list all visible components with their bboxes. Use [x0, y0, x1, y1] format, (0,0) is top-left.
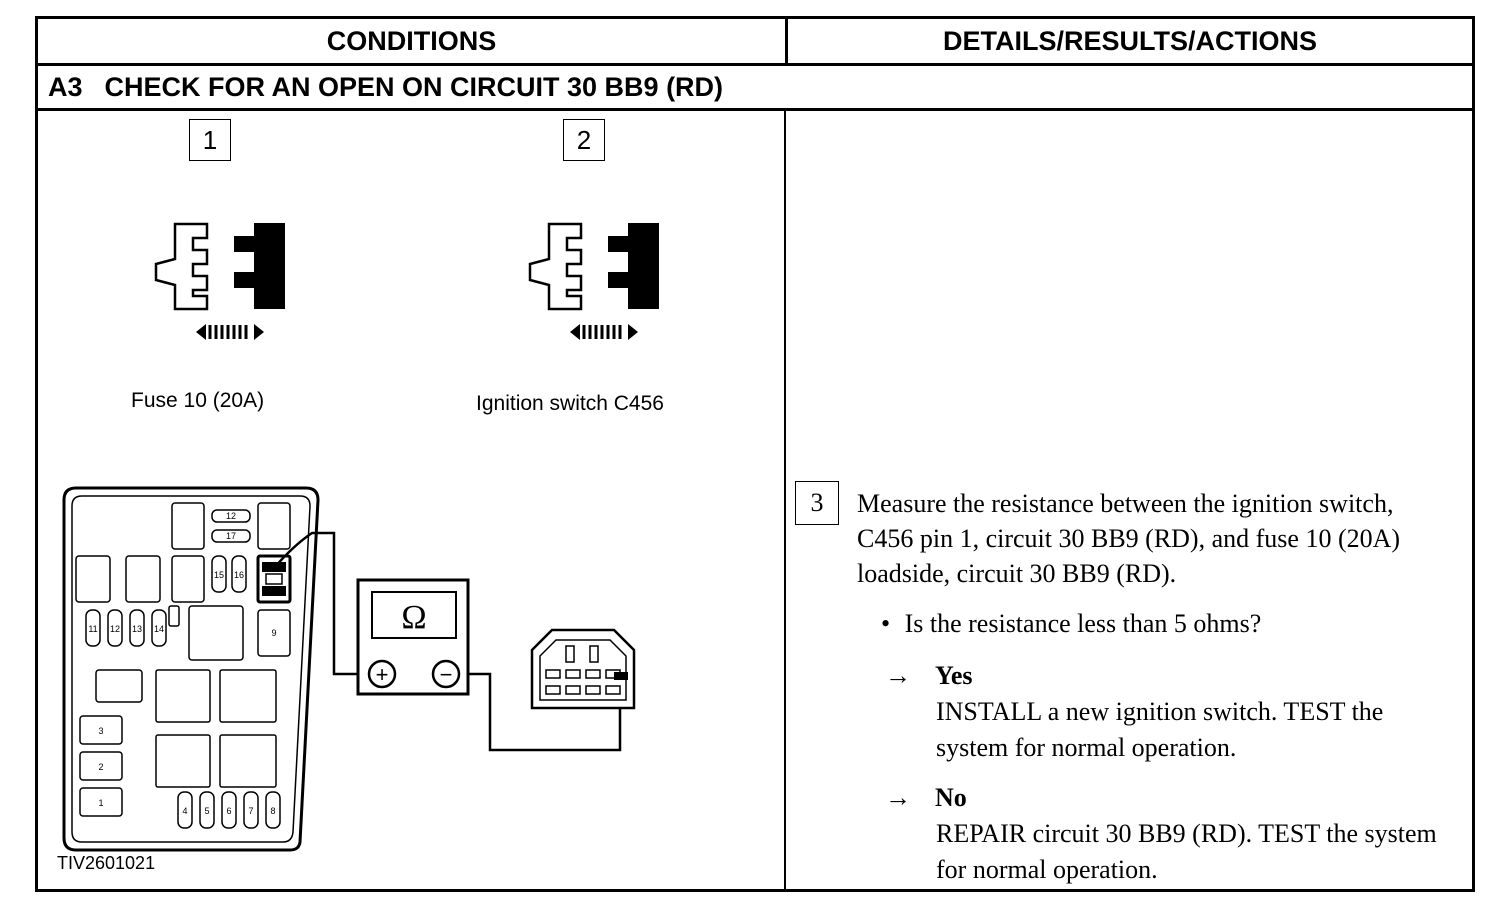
test-step-title: A3 CHECK FOR AN OPEN ON CIRCUIT 30 BB9 (… [48, 66, 723, 108]
no-action: REPAIR circuit 30 BB9 (RD). TEST the sys… [936, 819, 1437, 884]
test-step-heading: CHECK FOR AN OPEN ON CIRCUIT 30 BB9 (RD) [104, 71, 724, 102]
fuse-number: 17 [226, 531, 236, 541]
right-arrow-icon: → [885, 783, 911, 812]
disconnect-connector-icon [154, 222, 285, 340]
disconnect-connector-icon [528, 222, 659, 340]
yes-action: INSTALL a new ignition switch. TEST the … [936, 697, 1384, 762]
ohmmeter: Ω + − [356, 578, 470, 696]
test-step-code: A3 [48, 71, 83, 102]
fuse-number: 11 [88, 624, 97, 634]
column-divider [784, 111, 786, 891]
meter-plus-terminal: + [376, 662, 389, 687]
fuse-number: 8 [270, 806, 275, 816]
ignition-switch-label: Ignition switch C456 [476, 392, 664, 415]
fuse-number: 7 [248, 806, 253, 816]
fuse-number: 15 [214, 570, 224, 580]
diagnostic-table: CONDITIONS DETAILS/RESULTS/ACTIONS A3 CH… [35, 16, 1475, 892]
fuse-number: 3 [98, 726, 103, 736]
ignition-switch-connector [530, 628, 636, 710]
yes-label: Yes [935, 661, 973, 690]
no-label: No [935, 783, 967, 812]
question-text: Is the resistance less than 5 ohms? [904, 609, 1262, 638]
fuse-box [62, 486, 320, 852]
fuse-10-label: Fuse 10 (20A) [131, 389, 265, 412]
ohm-symbol: Ω [401, 599, 426, 636]
fuse-number: 14 [154, 624, 164, 634]
fuse-number: 2 [98, 762, 103, 772]
fuse-number: 9 [271, 628, 276, 638]
right-arrow-icon: → [885, 661, 911, 690]
fuse-number: 12 [226, 511, 236, 521]
step-2-number: 2 [563, 119, 605, 161]
fuse-number: 12 [110, 624, 120, 634]
meter-minus-terminal: − [440, 662, 453, 687]
bullet-icon: • [881, 609, 891, 638]
details-header: DETAILS/RESULTS/ACTIONS [942, 25, 1317, 56]
fuse-number: 1 [98, 798, 103, 808]
fuse-number: 13 [132, 624, 142, 634]
fuse-number: 5 [204, 806, 209, 816]
question: • Is the resistance less than 5 ohms? [881, 606, 1261, 641]
conditions-header: CONDITIONS [326, 25, 497, 56]
fuse-number: 6 [226, 806, 231, 816]
step-3-instruction: Measure the resistance between the ignit… [857, 489, 1401, 588]
fuse-number: 4 [182, 806, 187, 816]
step-3-number: 3 [795, 481, 839, 525]
header-divider [785, 19, 788, 63]
step-1-number: 1 [189, 119, 231, 161]
header-rule [38, 63, 1472, 66]
probe-leads [273, 531, 622, 752]
figure-id: TIV2601021 [57, 853, 156, 873]
title-rule [38, 108, 1472, 111]
fuse-number: 16 [234, 570, 244, 580]
